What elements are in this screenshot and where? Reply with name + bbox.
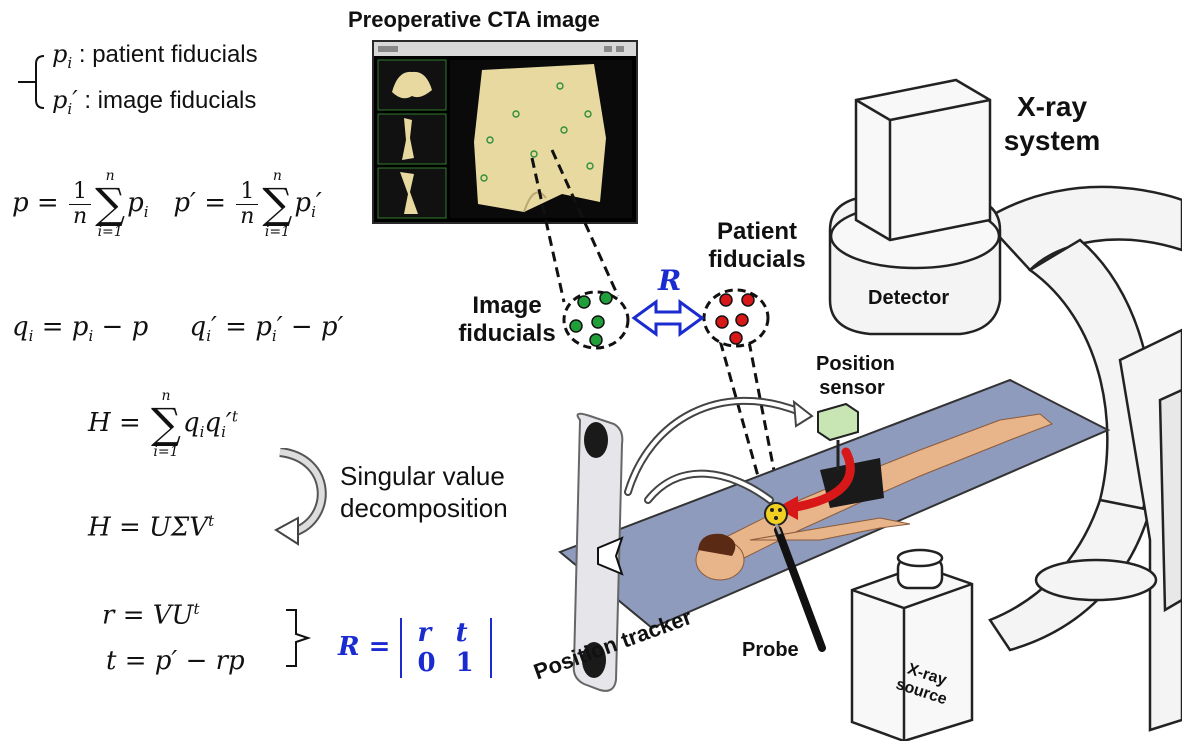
rt-brace [286, 609, 312, 667]
legend-patient: pi : patient fiducials [52, 40, 258, 72]
legend-image-text: : image fiducials [84, 87, 257, 114]
svd-curved-arrow [274, 448, 327, 546]
xray-system-label-line2: system [1003, 125, 1101, 156]
position-tracker [572, 412, 624, 692]
cta-render [374, 42, 636, 222]
r-double-arrow[interactable] [631, 299, 705, 337]
deviation-equations: qi = pi − p qi′ = pi′ − p′ [12, 312, 344, 346]
sensor-red-arrow [785, 447, 855, 513]
matrix-r-symbol: R [338, 632, 360, 662]
svd-label: Singular value decomposition [340, 460, 508, 524]
t-equation-text: t = p′ − rp [106, 646, 245, 676]
body-fiducial-marker [764, 502, 788, 526]
patient-fiducials-label-line2: fiducials [708, 246, 806, 273]
r-equation-text: r = VU [102, 600, 194, 631]
matrix-cell: 0 [417, 648, 436, 678]
r-equation: r = VUt [102, 600, 200, 631]
fiducial-legend: pi : patient fiducials pi′ : image fiduc… [14, 40, 334, 120]
patient-fiducials-label-line1: Patient [716, 218, 797, 245]
cta-screenshot [372, 40, 638, 224]
matrix-cell: t [455, 618, 468, 648]
svd-label-line2: decomposition [340, 493, 508, 523]
position-sensor-label-line1: Position [816, 353, 895, 375]
sensor-red-arrowhead [776, 496, 798, 520]
matrix-cell: r [417, 618, 432, 648]
cta-title: Preoperative CTA image [348, 7, 600, 32]
image-fiducials-label: Image fiducials [456, 292, 558, 348]
svd-label-line1: Singular value [340, 461, 505, 491]
r-label: R [658, 264, 682, 297]
patient-figure [695, 413, 1053, 581]
patient-fiducials-cluster [702, 288, 770, 348]
position-sensor-label-line2: sensor [819, 377, 885, 399]
image-fiducials-label-line2: fiducials [458, 320, 556, 347]
xray-system [828, 78, 1182, 741]
legend-patient-text: : patient fiducials [78, 41, 258, 68]
detector-label: Detector [868, 287, 950, 309]
position-sensor-label: Position sensor [816, 352, 895, 400]
h-svd-equation: H = UΣVt [88, 512, 215, 543]
patient-fiducials-label: Patient fiducials [702, 218, 812, 274]
image-fiducials-cluster [562, 290, 630, 350]
legend-brace [18, 55, 45, 109]
image-fiducials-label-line1: Image [472, 292, 542, 319]
h-svd-text: H = UΣV [88, 512, 209, 543]
legend-image: pi′ : image fiducials [52, 86, 257, 118]
t-equation: t = p′ − rp [106, 646, 245, 676]
xray-system-label: X-ray system [1002, 90, 1102, 158]
probe [774, 523, 826, 652]
xray-system-label-line1: X-ray [1016, 91, 1088, 122]
probe-label: Probe [742, 639, 799, 661]
matrix-cell: 1 [455, 648, 474, 678]
position-sensor [817, 402, 859, 470]
